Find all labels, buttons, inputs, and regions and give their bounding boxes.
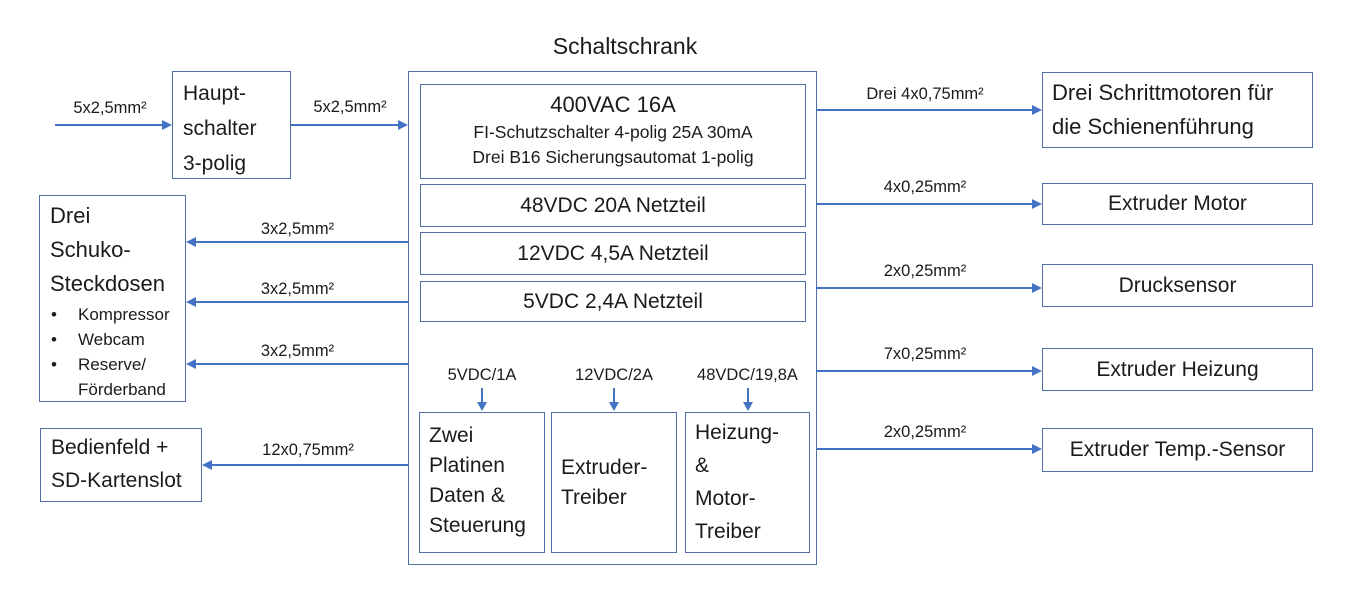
extruder-heizung-label: Extruder Heizung [1096, 357, 1259, 381]
arrowhead-right-icon [1032, 199, 1042, 209]
stepper-motors-box: Drei Schrittmotoren für die Schienenführ… [1042, 72, 1313, 148]
arrowhead-right-icon [1032, 105, 1042, 115]
cable-label-schuko-1: 3x2,5mm² [260, 220, 335, 238]
cable-line-feed-in [55, 124, 163, 126]
control-panel-box: Bedienfeld + SD-Kartenslot [40, 428, 202, 502]
cable-label-stepper-motors: Drei 4x0,75mm² [866, 85, 984, 103]
cable-line-temp-sensor [817, 448, 1032, 450]
internal-feed-label-12v: 12VDC/2A [575, 366, 653, 384]
arrowhead-right-icon [398, 120, 408, 130]
bullet-dot-icon: • [51, 330, 57, 349]
cable-label-drucksensor: 2x0,25mm² [883, 262, 967, 280]
arrowhead-left-icon [186, 237, 196, 247]
arrowhead-right-icon [1032, 283, 1042, 293]
mains-module-box: 400VAC 16A FI-Schutzschalter 4-polig 25A… [420, 84, 806, 179]
drucksensor-label: Drucksensor [1118, 273, 1237, 297]
extruder-heizung-box: Extruder Heizung [1042, 348, 1313, 391]
main-switch-label: Haupt- schalter 3-polig [183, 82, 257, 175]
arrowhead-down-icon [609, 402, 619, 411]
boards-module-label: Zwei Platinen Daten & Steuerung [429, 424, 526, 537]
mains-line3: Drei B16 Sicherungsautomat 1-polig [472, 146, 754, 167]
arrowhead-down-icon [743, 402, 753, 411]
control-panel-label: Bedienfeld + SD-Kartenslot [51, 436, 182, 492]
cable-label-extruder-motor: 4x0,25mm² [883, 178, 967, 196]
arrowhead-right-icon [1032, 366, 1042, 376]
arrowhead-down-icon [477, 402, 487, 411]
extruder-temp-sensor-box: Extruder Temp.-Sensor [1042, 428, 1313, 472]
cable-line-switch-to-cabinet [291, 124, 398, 126]
cable-line-stepper-motors [817, 109, 1032, 111]
internal-feed-line-12v [613, 388, 615, 403]
arrowhead-left-icon [202, 460, 212, 470]
cable-line-schuko-1 [196, 241, 408, 243]
extruder-motor-box: Extruder Motor [1042, 183, 1313, 225]
arrowhead-right-icon [162, 120, 172, 130]
psu-48v-box: 48VDC 20A Netzteil [420, 184, 806, 227]
psu-48v-label: 48VDC 20A Netzteil [520, 193, 706, 217]
extruder-driver-box: Extruder- Treiber [551, 412, 677, 553]
internal-feed-line-48v [747, 388, 749, 403]
extruder-temp-sensor-label: Extruder Temp.-Sensor [1069, 438, 1286, 461]
bullet-dot-icon: • [51, 355, 57, 374]
cable-line-extruder-heizung [817, 370, 1032, 372]
stepper-motors-label: Drei Schrittmotoren für die Schienenführ… [1052, 80, 1274, 139]
bullet-item-kompressor: • Kompressor [40, 302, 185, 327]
cable-label-extruder-heizung: 7x0,25mm² [883, 345, 967, 363]
cable-label-temp-sensor: 2x0,25mm² [883, 423, 967, 441]
cable-label-control-panel: 12x0,75mm² [262, 441, 354, 459]
internal-feed-line-5v [481, 388, 483, 403]
heater-motor-driver-box: Heizung- & Motor- Treiber [685, 412, 810, 553]
schuko-title: Drei Schuko- Steckdosen [50, 203, 165, 296]
arrowhead-left-icon [186, 359, 196, 369]
extruder-motor-label: Extruder Motor [1108, 192, 1247, 215]
boards-module-box: Zwei Platinen Daten & Steuerung [419, 412, 545, 553]
mains-title: 400VAC 16A [550, 92, 676, 117]
cable-label-schuko-2: 3x2,5mm² [260, 280, 335, 298]
arrowhead-left-icon [186, 297, 196, 307]
psu-12v-label: 12VDC 4,5A Netzteil [517, 241, 709, 265]
main-switch-box: Haupt- schalter 3-polig [172, 71, 291, 179]
bullet-dot-icon: • [51, 305, 57, 324]
schuko-bullet-list: • Kompressor • Webcam • Reserve/ Förderb… [40, 302, 185, 402]
cable-line-schuko-3 [196, 363, 408, 365]
extruder-driver-label: Extruder- Treiber [561, 455, 648, 509]
drucksensor-box: Drucksensor [1042, 264, 1313, 307]
heater-motor-driver-label: Heizung- & Motor- Treiber [695, 421, 780, 543]
internal-feed-label-48v: 48VDC/19,8A [697, 366, 798, 384]
psu-5v-label: 5VDC 2,4A Netzteil [523, 289, 703, 313]
mains-line2: FI-Schutzschalter 4-polig 25A 30mA [473, 122, 753, 142]
internal-feed-label-5v: 5VDC/1A [447, 366, 517, 384]
cable-line-control-panel [212, 464, 408, 466]
diagram-title: Schaltschrank [552, 33, 698, 59]
bullet-item-reserve-foerderband: • Reserve/ Förderband [40, 352, 185, 402]
cable-label-feed-in: 5x2,5mm² [73, 99, 147, 117]
cable-label-schuko-3: 3x2,5mm² [260, 342, 335, 360]
bullet-item-webcam: • Webcam [40, 327, 185, 352]
cable-label-switch-to-cabinet: 5x2,5mm² [313, 98, 387, 116]
psu-5v-box: 5VDC 2,4A Netzteil [420, 281, 806, 322]
arrowhead-right-icon [1032, 444, 1042, 454]
cable-line-drucksensor [817, 287, 1032, 289]
psu-12v-box: 12VDC 4,5A Netzteil [420, 232, 806, 275]
cable-line-schuko-2 [196, 301, 408, 303]
cable-line-extruder-motor [817, 203, 1032, 205]
schuko-sockets-box: Drei Schuko- Steckdosen • Kompressor • W… [39, 195, 186, 402]
